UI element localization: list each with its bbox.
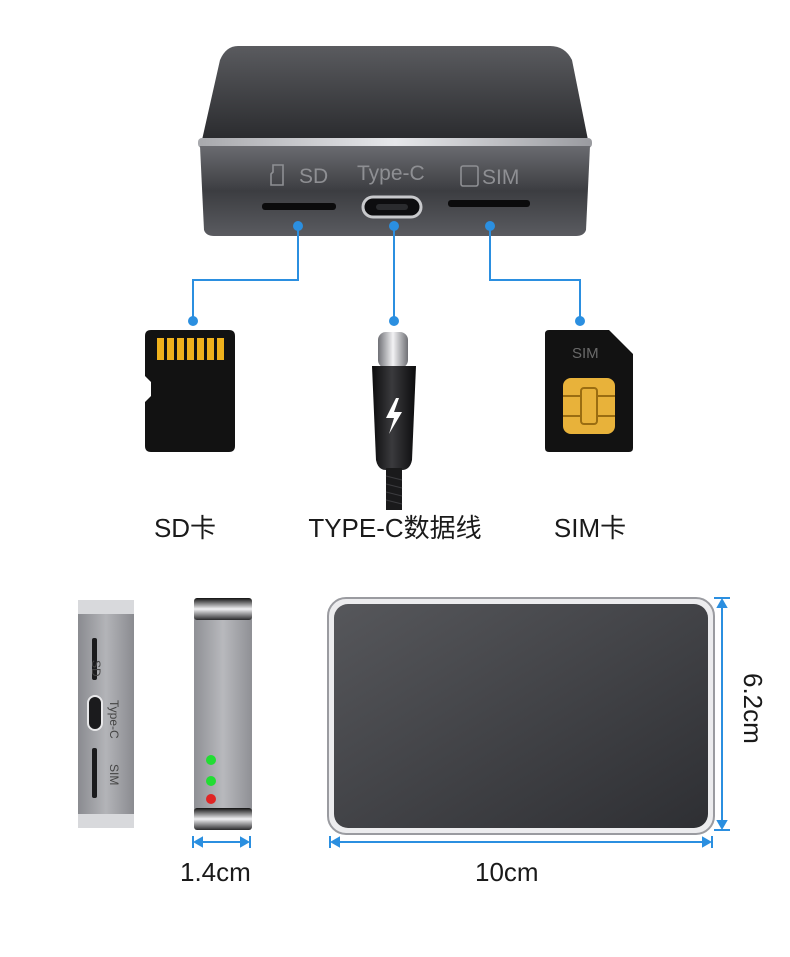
- led-green-2: [206, 776, 216, 786]
- device-side-view-leds: [194, 598, 252, 830]
- device-sd-label: SD: [299, 165, 329, 188]
- device-side-view-ports: [78, 600, 134, 828]
- device-front-face: [200, 146, 590, 236]
- sim-card-icon: [460, 165, 479, 187]
- dimension-thickness: 1.4cm: [180, 857, 251, 887]
- sim-slot: [448, 200, 530, 207]
- connector-lines: [188, 221, 585, 326]
- sd-card-image: [145, 330, 235, 452]
- led-red: [206, 794, 216, 804]
- device-top-surface: [202, 46, 588, 140]
- device-top-view: [327, 597, 715, 835]
- dimension-lines: [192, 597, 730, 848]
- sim-card-image: [545, 330, 633, 452]
- sim-connector-line: [489, 226, 581, 320]
- accessory-label-typec: TYPE-C数据线: [308, 513, 482, 543]
- device-sim-label: SIM: [482, 166, 520, 189]
- sd-slot: [262, 203, 336, 210]
- accessory-label-sim: SIM卡: [553, 513, 627, 543]
- sd-card-icon: [270, 164, 284, 186]
- device-typec-label: Type-C: [357, 162, 425, 185]
- sim-card-printed-text: SIM: [572, 345, 599, 362]
- accessory-label-sd: SD卡: [153, 513, 217, 543]
- dimension-width: 6.2cm: [738, 673, 768, 744]
- dimension-length: 10cm: [475, 857, 539, 887]
- led-green-1: [206, 755, 216, 765]
- device-hero-illustration: [198, 46, 592, 236]
- sd-connector-line: [192, 226, 299, 320]
- typec-cable-image: [372, 332, 416, 510]
- device-rim: [198, 138, 592, 148]
